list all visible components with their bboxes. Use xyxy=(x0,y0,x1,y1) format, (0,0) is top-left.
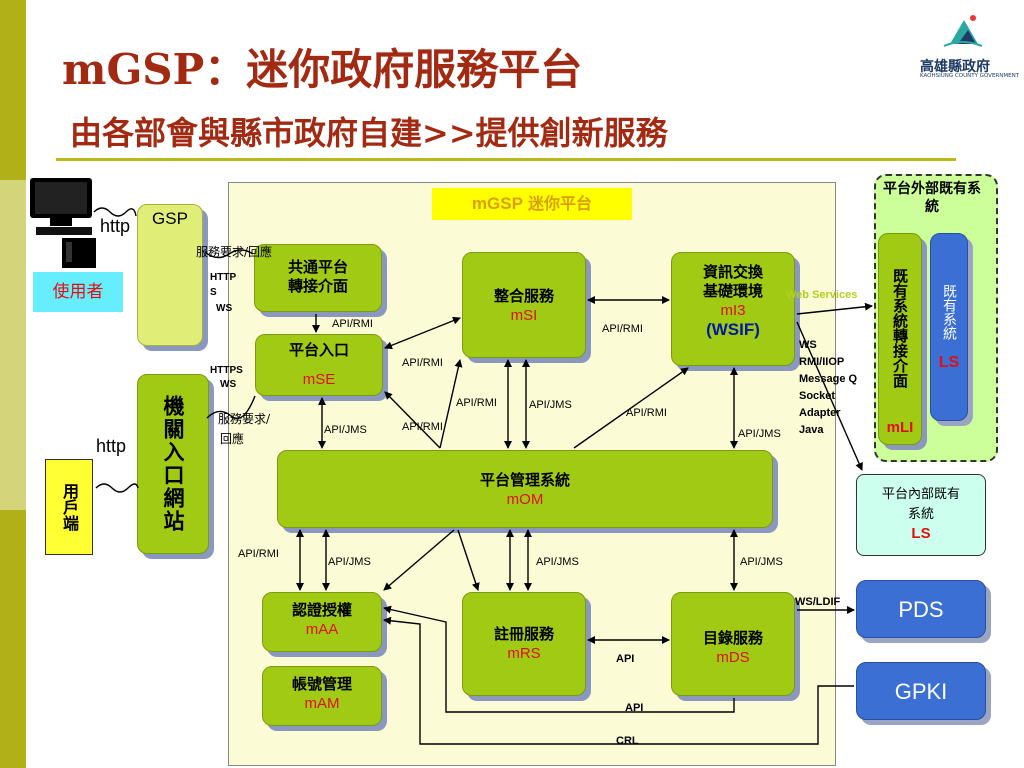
api-jms-label-4: API/JMS xyxy=(328,556,371,568)
api-jms-label-2: API/JMS xyxy=(529,399,572,411)
account-code: mAM xyxy=(304,695,340,712)
api-rmi-label-4: API/RMI xyxy=(456,397,497,409)
https-top-a: HTTP xyxy=(210,272,237,283)
frame-label-code: mGSP xyxy=(471,194,523,213)
directory-box[interactable]: 目錄服務 mDS xyxy=(671,592,795,696)
legacy-adapter-text: 既有系統轉接介面 xyxy=(891,268,909,388)
portal-name: 平台入口 xyxy=(288,341,349,359)
page-title: mGSP：迷你政府服務平台 xyxy=(62,45,583,94)
legacy-system-box[interactable]: 既有系統 LS xyxy=(930,233,968,421)
legacy-adapter-code: mLI xyxy=(886,419,914,436)
outside-group-title: 平台外部既有系統 xyxy=(883,181,981,215)
logo-subtitle: KAOHSIUNG COUNTY GOVERNMENT xyxy=(920,73,1020,79)
api-label-b: API xyxy=(625,702,644,714)
exchange-name-1: 資訊交換 xyxy=(702,263,763,281)
decor-bar-top xyxy=(0,0,26,180)
api-jms-label-5: API/JMS xyxy=(536,556,579,568)
decor-bar-bottom xyxy=(0,510,26,768)
ws-ldif-label: WS/LDIF xyxy=(795,596,841,608)
svc-req-mid-b: 回應 xyxy=(220,432,245,446)
inside-legacy-title: 平台內部既有系統 xyxy=(881,487,960,522)
api-jms-label-3: API/JMS xyxy=(738,428,781,440)
api-label-a: API xyxy=(616,653,635,665)
exchange-name-2: 基礎環境 xyxy=(702,282,763,300)
api-jms-label-1: API/JMS xyxy=(324,424,367,436)
legacy-system-code: LS xyxy=(938,354,960,371)
pds-box[interactable]: PDS xyxy=(856,580,986,638)
https-top-c: WS xyxy=(216,303,233,314)
https-mid-a: HTTPS xyxy=(210,365,243,376)
platform-mgmt-name: 平台管理系統 xyxy=(479,471,570,489)
http-top-label: http xyxy=(100,216,131,236)
exchange-code2: (WSIF) xyxy=(706,320,760,339)
directory-name: 目錄服務 xyxy=(702,629,763,647)
portal-code: mSE xyxy=(302,371,336,388)
registry-name: 註冊服務 xyxy=(493,625,554,643)
api-rmi-label-5: API/RMI xyxy=(402,421,443,433)
api-rmi-label-1: API/RMI xyxy=(332,318,373,330)
title-rule xyxy=(56,158,956,161)
agency-portal-box[interactable]: 機關入口網站 xyxy=(137,374,209,554)
https-top-b: S xyxy=(210,287,217,298)
auth-code: mAA xyxy=(305,621,339,638)
platform-mgmt-box[interactable]: 平台管理系統 mOM xyxy=(277,450,773,528)
gpki-box[interactable]: GPKI xyxy=(856,662,986,720)
protocol-ws: WS xyxy=(799,339,817,351)
web-services-label: Web Services xyxy=(786,289,858,301)
logo-name: 高雄縣政府 xyxy=(920,59,990,75)
api-jms-label-6: API/JMS xyxy=(740,556,783,568)
protocol-adapter: Adapter xyxy=(799,407,841,419)
integration-name: 整合服務 xyxy=(493,287,554,305)
account-box[interactable]: 帳號管理 mAM xyxy=(262,666,382,726)
agency-portal-label: 機關入口網站 xyxy=(161,395,186,533)
auth-box[interactable]: 認證授權 mAA xyxy=(262,592,382,652)
integration-service-box[interactable]: 整合服務 mSI xyxy=(462,252,586,358)
auth-name: 認證授權 xyxy=(291,601,352,619)
portal-box[interactable]: 平台入口 mSE xyxy=(255,334,383,396)
page-subtitle: 由各部會與縣市政府自建>>提供創新服務 xyxy=(70,114,668,152)
gsp-box[interactable]: GSP xyxy=(137,204,203,346)
exchange-env-box[interactable]: 資訊交換 基礎環境 mI3 (WSIF) xyxy=(671,252,795,366)
protocol-message-q: Message Q xyxy=(799,373,858,385)
registry-box[interactable]: 註冊服務 mRS xyxy=(462,592,586,696)
api-rmi-label-3: API/RMI xyxy=(602,323,643,335)
account-name: 帳號管理 xyxy=(291,675,352,693)
client-box[interactable]: 用戶端 xyxy=(45,459,93,555)
api-rmi-label-2: API/RMI xyxy=(402,357,443,369)
client-label: 用戶端 xyxy=(60,483,79,531)
frame-label-name: 迷你平台 xyxy=(528,194,593,213)
exchange-code: mI3 xyxy=(720,302,746,319)
registry-code: mRS xyxy=(507,645,541,662)
https-mid-b: WS xyxy=(220,379,237,390)
svc-req-mid-a: 服務要求/ xyxy=(218,412,271,426)
common-interface-box[interactable]: 共通平台轉接介面 xyxy=(254,244,382,312)
inside-legacy-box[interactable]: 平台內部既有系統 LS xyxy=(856,474,986,556)
protocol-rmi-iiop: RMI/IIOP xyxy=(799,356,845,368)
common-interface-name: 共通平台轉接介面 xyxy=(287,258,348,295)
user-label: 使用者 xyxy=(33,272,123,312)
decor-bar-middle xyxy=(0,180,26,510)
platform-mgmt-code: mOM xyxy=(506,491,544,508)
api-rmi-label-7: API/RMI xyxy=(238,548,279,560)
integration-code: mSI xyxy=(510,307,538,324)
frame-label: mGSP 迷你平台 xyxy=(432,188,632,220)
svc-req-top-label: 服務要求/回應 xyxy=(196,245,273,259)
legacy-system-text: 既有系統 xyxy=(941,284,957,340)
legacy-adapter-box[interactable]: 既有系統轉接介面 mLI xyxy=(878,233,922,445)
api-rmi-label-6: API/RMI xyxy=(626,407,667,419)
directory-code: mDS xyxy=(716,649,750,666)
gsp-label: GSP xyxy=(152,209,188,228)
inside-legacy-code: LS xyxy=(911,525,931,542)
protocol-java: Java xyxy=(799,424,824,436)
crl-label: CRL xyxy=(616,735,639,747)
protocol-socket: Socket xyxy=(799,390,836,402)
http-bottom-label: http xyxy=(96,436,127,456)
